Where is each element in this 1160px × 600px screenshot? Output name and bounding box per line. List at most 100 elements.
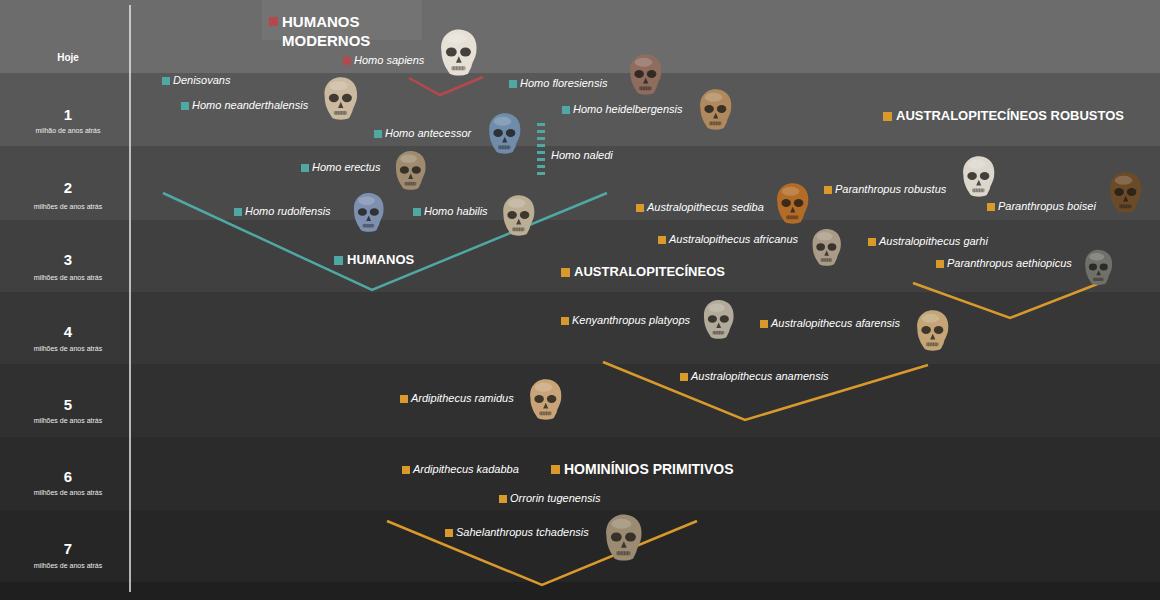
time-number: 6: [64, 468, 72, 486]
species-name: Denisovans: [173, 74, 230, 87]
species-name: Paranthropus robustus: [835, 183, 946, 196]
time-number: 2: [64, 179, 72, 197]
time-number: 7: [64, 540, 72, 558]
group-title: HUMANOS MODERNOS: [282, 12, 392, 50]
group-bracket: [163, 193, 607, 290]
time-number: 4: [64, 323, 72, 341]
species-marker: [301, 164, 309, 172]
species-marker: [987, 203, 995, 211]
species-marker: [234, 208, 242, 216]
species-marker: [402, 466, 410, 474]
species-marker: [445, 529, 453, 537]
species-name: Homo antecessor: [385, 127, 471, 140]
group-bracket: [387, 521, 697, 585]
range-marker: [537, 123, 545, 179]
time-band: [0, 220, 1160, 292]
time-band: [0, 437, 1160, 510]
species-name: Ardipithecus ramidus: [411, 392, 514, 405]
species-name: Homo neanderthalensis: [192, 99, 308, 112]
species-name: Australopithecus africanus: [669, 233, 798, 246]
species-marker: [181, 102, 189, 110]
skull-picture: [777, 183, 808, 224]
time-number: 3: [64, 251, 72, 269]
species-marker: [400, 395, 408, 403]
time-number: 1: [64, 106, 72, 124]
time-unit: milhões de anos atrás: [34, 417, 102, 425]
time-unit: milhões de anos atrás: [34, 562, 102, 570]
skull-picture: [530, 379, 561, 420]
species-name: Homo floresiensis: [520, 77, 607, 90]
species-marker: [162, 77, 170, 85]
species-name: Paranthropus boisei: [998, 200, 1096, 213]
skull-picture: [354, 193, 384, 232]
skull-picture: [963, 156, 994, 197]
species-marker: [551, 465, 560, 474]
species-marker: [562, 106, 570, 114]
species-marker: [561, 317, 569, 325]
species-marker: [269, 17, 278, 26]
species-marker: [658, 236, 666, 244]
skull-picture: [1110, 172, 1141, 213]
species-marker: [499, 495, 507, 503]
species-marker: [680, 373, 688, 381]
time-unit: milhão de anos atrás: [36, 127, 101, 135]
skull-picture: [813, 229, 841, 266]
species-marker: [936, 260, 944, 268]
group-title: HOMINÍNIOS PRIMITIVOS: [564, 461, 734, 478]
species-marker: [760, 320, 768, 328]
species-marker: [561, 268, 570, 277]
group-bracket: [603, 362, 928, 420]
time-unit: milhões de anos atrás: [34, 274, 102, 282]
species-name: Homo naledi: [551, 149, 613, 162]
skull-picture: [1085, 250, 1112, 285]
species-name: Ardipithecus kadabba: [413, 463, 519, 476]
time-band: [0, 510, 1160, 582]
skull-picture: [503, 195, 534, 236]
time-band: [0, 0, 1160, 73]
group-title: HUMANOS: [347, 252, 414, 268]
species-marker: [343, 57, 351, 65]
time-band: [0, 73, 1160, 146]
time-band: [0, 292, 1160, 364]
species-name: Homo sapiens: [354, 54, 424, 67]
species-name: Sahelanthropus tchadensis: [456, 526, 589, 539]
species-name: Australopithecus afarensis: [771, 317, 900, 330]
species-name: Homo erectus: [312, 161, 380, 174]
skull-picture: [704, 300, 734, 339]
species-name: Homo heidelbergensis: [573, 103, 682, 116]
species-name: Australopithecus anamensis: [691, 370, 829, 383]
species-marker: [413, 208, 421, 216]
skull-picture: [606, 514, 641, 560]
skull-picture: [396, 151, 426, 190]
species-name: Paranthropus aethiopicus: [947, 257, 1072, 270]
group-title: AUSTRALOPITECÍNEOS: [574, 264, 725, 280]
skull-picture: [630, 54, 661, 95]
species-name: Homo habilis: [424, 205, 488, 218]
species-name: Homo rudolfensis: [245, 205, 331, 218]
species-name: Orrorin tugenensis: [510, 492, 601, 505]
species-name: Australopithecus garhi: [879, 235, 988, 248]
time-number: 5: [64, 396, 72, 414]
time-unit: milhões de anos atrás: [34, 203, 102, 211]
skull-picture: [917, 310, 948, 351]
skull-picture: [700, 89, 731, 130]
species-marker: [636, 204, 644, 212]
species-marker: [883, 112, 892, 121]
species-name: Kenyanthropus platyops: [572, 314, 690, 327]
time-unit: milhões de anos atrás: [34, 345, 102, 353]
species-name: Australopithecus sediba: [647, 201, 764, 214]
time-band: [0, 146, 1160, 220]
species-marker: [868, 238, 876, 246]
group-title: AUSTRALOPITECÍNEOS ROBUSTOS: [896, 108, 1124, 124]
time-band: [0, 582, 1160, 600]
axis-line: [129, 5, 131, 592]
species-marker: [824, 186, 832, 194]
skull-picture: [489, 113, 520, 154]
time-unit: milhões de anos atrás: [34, 489, 102, 497]
time-label: Hoje: [57, 52, 79, 64]
skull-picture: [325, 77, 358, 119]
species-marker: [374, 130, 382, 138]
group-bracket: [409, 77, 483, 95]
